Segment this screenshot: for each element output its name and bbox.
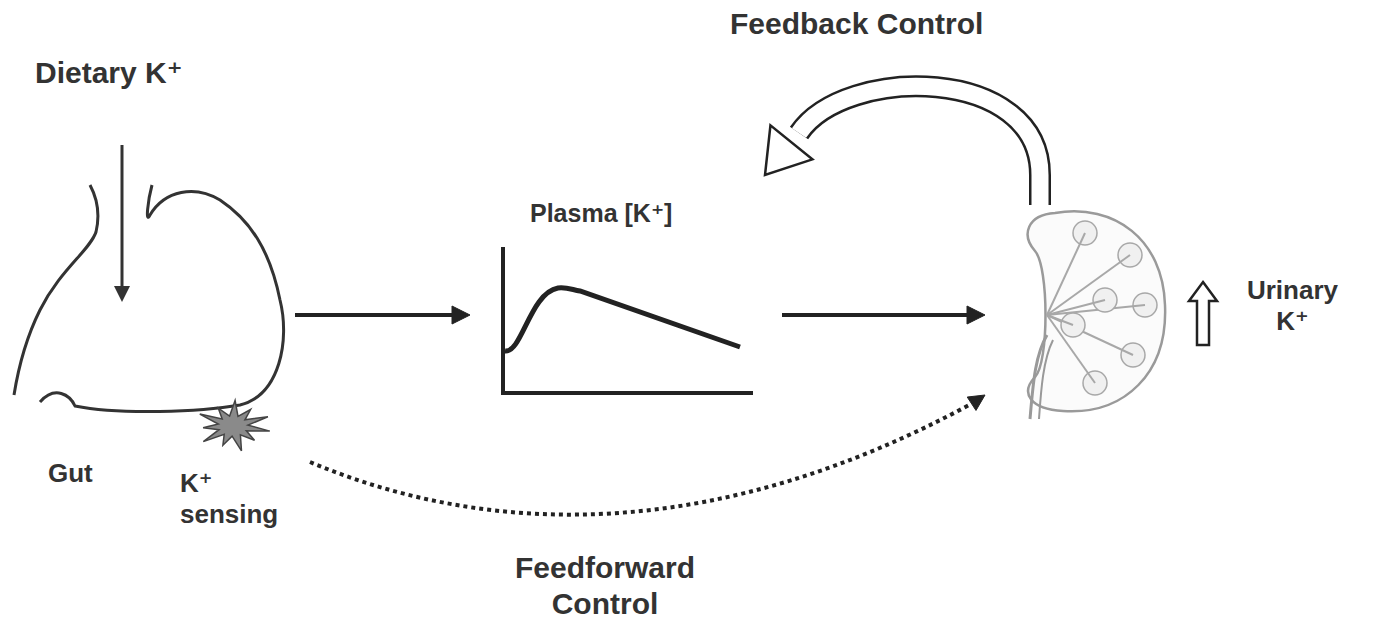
arrowhead (452, 306, 470, 324)
connector (295, 306, 470, 324)
gut-stomach: Gut (10, 140, 290, 505)
ureter (1030, 335, 1047, 419)
connector (310, 395, 985, 515)
kidney-calyx (1047, 315, 1095, 383)
arrowhead (967, 306, 985, 324)
node-label: Urinary K⁺ (1230, 275, 1355, 337)
kidney: Urinary K⁺ (985, 205, 1360, 420)
graph-axis (501, 247, 505, 394)
free-label: Dietary K⁺ (35, 55, 255, 91)
arrowhead (765, 125, 812, 175)
gut-stomach-shape (10, 140, 290, 505)
intake-arrow-head (114, 286, 130, 302)
arrowhead (967, 395, 985, 410)
graph-axis (501, 391, 753, 395)
stomach-outline (14, 185, 98, 395)
kidney-calyx (1047, 255, 1130, 315)
feedback-arrow-body (799, 86, 1040, 205)
plasma-curve (505, 288, 740, 351)
kidney-calyx (1047, 300, 1105, 315)
feedforward-dotted-line (310, 404, 971, 515)
sensor-starburst (200, 401, 270, 451)
increase-arrow (1189, 282, 1217, 345)
intake-arrow-line (121, 145, 124, 288)
kidney-outline (1028, 211, 1165, 411)
stomach-outline (40, 185, 284, 412)
feedback-arrow-body (799, 86, 1040, 205)
node-label: Plasma [K⁺] (530, 198, 750, 228)
connector (782, 306, 985, 324)
plasma-graph: Plasma [K⁺] (470, 175, 770, 400)
edge-label: Feedback Control (730, 6, 983, 42)
node-label: K⁺ sensing (180, 468, 292, 530)
k-sensor: K⁺ sensing (175, 398, 310, 558)
kidney-calyx (1047, 233, 1085, 315)
connector (765, 86, 1040, 205)
edge-label: Feedforward Control (485, 550, 725, 622)
ureter (1039, 340, 1053, 419)
arrow-line (295, 313, 456, 317)
arrow-line (782, 313, 971, 317)
node-label: Gut (48, 458, 128, 489)
kidney-calyx (1047, 315, 1073, 325)
